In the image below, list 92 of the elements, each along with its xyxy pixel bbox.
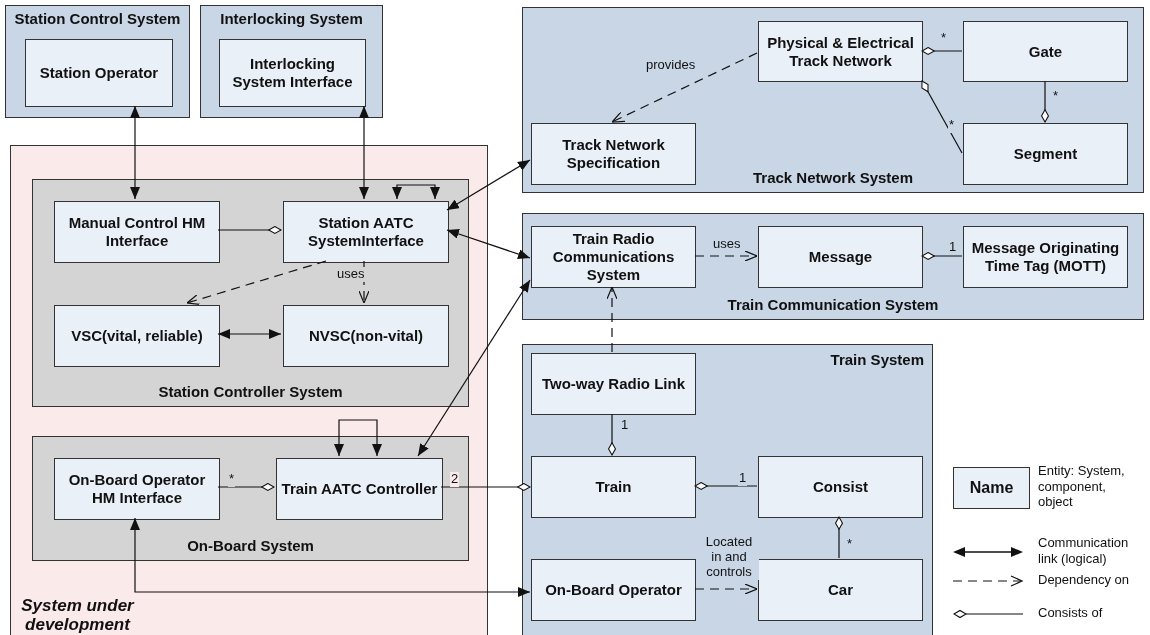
aggregation-line [835,516,844,559]
double-arrow [359,105,369,200]
component-box [758,456,923,518]
component-box [963,123,1128,185]
component-box [54,305,220,367]
group-box [522,213,1144,320]
box-label: Car [827,581,854,599]
edge-label: * [228,472,236,487]
box-label: Manual Control HM Interface [67,214,207,250]
box-label: Track Network Specification [561,136,666,172]
aggregation-line [217,483,275,492]
legend-text: Consists of [1038,605,1104,621]
group-title: Track Network System [751,169,915,186]
aggregation-line [921,47,963,56]
group-title: Station Controller System [157,383,344,400]
component-box [219,39,366,107]
aggregation-line [440,483,531,492]
component-box [25,39,173,107]
component-box [54,458,220,520]
edge-label: 1 [738,471,748,486]
box-label: Message Originating Time Tag (MOTT) [970,239,1121,275]
group-title: On-Board System [186,537,315,554]
group-box [522,344,933,635]
double-arrow [446,229,531,259]
box-label: On-Board Operator HM Interface [67,471,207,507]
double-arrow [446,159,531,211]
component-box [531,456,696,518]
arrow [611,52,758,123]
arrow [694,250,758,262]
legend-text: Entity: System, component, object [1038,463,1126,510]
group-title: Train System [830,351,924,368]
edge-label: * [948,118,956,133]
group-title: Train Communication System [726,296,940,313]
box-label: Station Operator [38,64,160,82]
aggregation-line [921,80,963,154]
box-label: Physical & Electrical Track Network [766,33,915,70]
aggregation-line [921,252,963,260]
edge-label: 2 [450,472,460,487]
component-box [283,201,449,263]
box-label: VSC(vital, reliable) [70,327,204,345]
component-box [531,123,696,185]
group-box [32,436,469,561]
aggregation-line [1040,80,1050,123]
component-box [276,458,443,520]
double-arrow [392,184,440,200]
group-box [200,5,383,118]
component-box [963,21,1128,82]
box-label: Gate [1027,42,1064,61]
component-box [758,21,923,82]
legend-text: Dependency on [1038,572,1131,588]
component-box [758,559,923,621]
box-label: Train [594,478,633,496]
box-label: Interlocking System Interface [231,55,354,91]
component-box [531,559,696,621]
arrow [606,286,618,353]
component-box [54,201,220,263]
arrow [694,583,758,595]
edge-label: uses [336,267,366,282]
aggregation-line [217,226,282,235]
legend-text: Communication link (logical) [1038,535,1130,567]
box-label: Consist [812,478,869,496]
aggregation-line [608,413,617,456]
arrow [358,260,370,304]
aggregation-line [694,482,758,491]
double-arrow [417,279,531,457]
group-box [32,179,469,407]
box-label: Station AATC SystemInterface [307,214,425,250]
group-box [522,7,1144,193]
component-box [758,226,923,288]
box-label: Message [807,248,874,266]
system-boundary-area [10,145,488,635]
box-label: On-Board Operator [544,581,683,599]
group-title: Station Control System [13,10,182,27]
group-title: System under development [20,597,136,635]
component-box [531,226,696,288]
component-box [283,305,449,367]
box-label: Train Radio Communications System [551,230,676,284]
box-label: NVSC(non-vital) [307,327,425,345]
group-box [5,5,190,118]
double-arrow [130,517,531,597]
double-arrow [130,105,140,200]
group-title: Interlocking System [219,10,364,27]
arrow [186,260,327,305]
component-box [531,353,696,415]
box-label: Train AATC Controller [280,480,439,498]
box-label: Name [969,478,1014,498]
box-label: Segment [1012,145,1079,163]
edge-label: provides [645,58,697,73]
component-box [963,226,1128,288]
double-arrow [217,329,282,339]
double-arrow [334,419,382,457]
box-label: Two-way Radio Link [540,375,687,393]
